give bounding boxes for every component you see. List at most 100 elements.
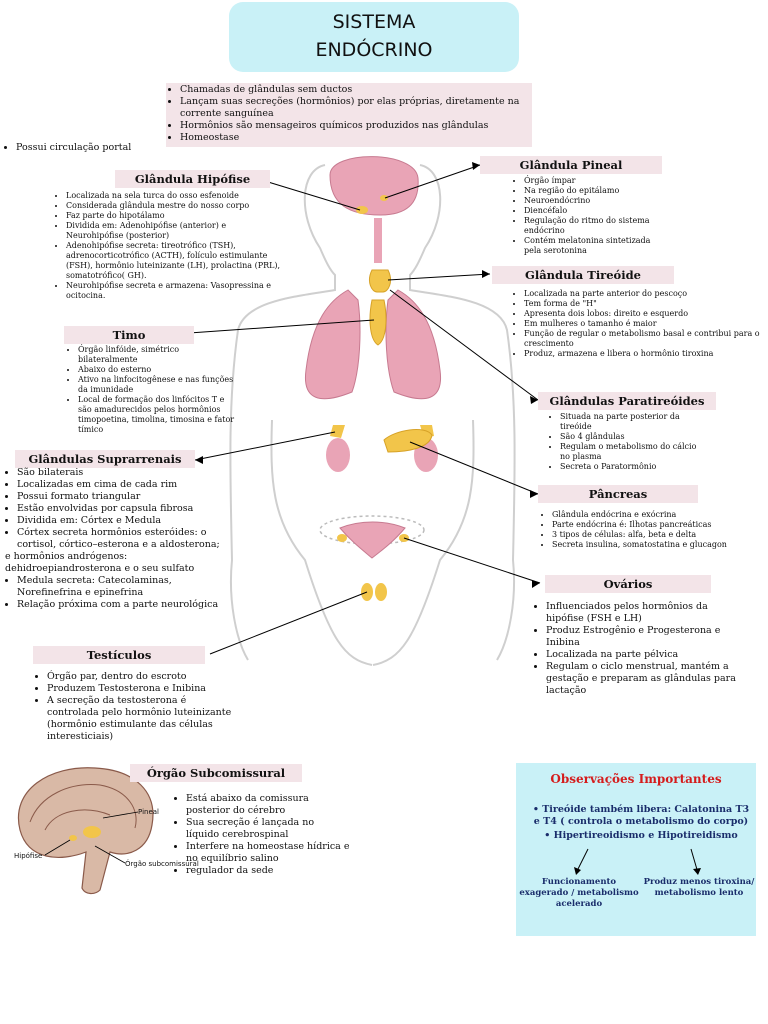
trachea	[374, 218, 382, 263]
brain	[329, 156, 419, 216]
bullet-icon: •	[544, 830, 554, 841]
observacoes-title: Observações Importantes	[550, 772, 722, 786]
title-line1: SISTEMA	[332, 11, 416, 33]
pancreas-list: Glândula endócrina e exócrina Parte endó…	[538, 510, 762, 550]
list-item: Ativo na linfocitogênese e nas funções d…	[78, 375, 236, 395]
heading-testiculos: Testículos	[33, 646, 205, 664]
uterus	[339, 521, 406, 559]
observacoes-box: Observações Importantes • Tireóide també…	[516, 763, 756, 936]
list-item: Considerada glândula mestre do nosso cor…	[66, 201, 282, 211]
list-item: Secreta insulina, somatostatina e glucag…	[552, 540, 762, 550]
observacoes-item-2: • Hipertireoidismo e Hipotireidismo	[532, 830, 750, 842]
observacoes-item-1: • Tireóide também libera: Calatonina T3 …	[532, 804, 750, 828]
list-item: Parte endócrina é: Ilhotas pancreáticas	[552, 520, 762, 530]
pineal-list: Órgão ímpar Na região do epitálamo Neuro…	[510, 176, 660, 256]
brain-label-orgao: Órgão subcomissural	[125, 860, 199, 868]
heading-hipofise: Glândula Hipófise	[115, 170, 270, 188]
list-item: Diencéfalo	[524, 206, 660, 216]
intro-item: Homeostase	[180, 132, 532, 144]
list-item: Regulam o metabolismo do cálcio no plasm…	[560, 442, 706, 462]
hipofise-list: Localizada na sela turca do osso esfenoi…	[52, 191, 282, 301]
list-item: Influenciados pelos hormônios da hipófis…	[546, 601, 740, 625]
portal-note: Possui circulação portal	[2, 142, 152, 154]
list-item: Córtex secreta hormônios esteróides: o c…	[17, 527, 229, 551]
list-item: Em mulheres o tamanho é maior	[524, 319, 762, 329]
list-item: Órgão par, dentro do escroto	[47, 671, 233, 683]
paratireoides-list: Situada na parte posterior da tireóide S…	[546, 412, 706, 472]
list-item: Adenohipófise secreta: tireotrófico (TSH…	[66, 241, 282, 281]
list-item: Local de formação dos linfócitos T e são…	[78, 395, 236, 435]
list-item: Localizada na parte pélvica	[546, 649, 740, 661]
list-item: Órgão linfóide, simétrico bilateralmente	[78, 345, 236, 365]
heading-pineal: Glândula Pineal	[480, 156, 662, 174]
list-item: Dividida em: Adenohipófise (anterior) e …	[66, 221, 282, 241]
list-item: Produz Estrogênio e Progesterona e Inibi…	[546, 625, 740, 649]
list-item: Possui formato triangular	[17, 491, 229, 503]
heading-ovarios: Ovários	[545, 575, 711, 593]
list-item: Secreta o Paratormônio	[560, 462, 706, 472]
body-outline	[229, 164, 516, 666]
thyroid	[369, 269, 391, 293]
testiculos-list: Órgão par, dentro do escroto Produzem Te…	[33, 671, 233, 743]
heading-subcomissural: Órgão Subcomissural	[130, 764, 302, 782]
pointer-lines	[174, 164, 541, 655]
thymus	[369, 299, 387, 346]
title-line2: ENDÓCRINO	[315, 39, 433, 61]
list-item: Produzem Testosterona e Inibina	[47, 683, 233, 695]
list-item: Apresenta dois lobos: direito e esquerdo	[524, 309, 762, 319]
adrenal-left	[330, 425, 345, 438]
suprarrenais-continuation: e hormônios andrógenos: dehidroepiandros…	[5, 551, 195, 574]
observacoes-item-text: Hipertireoidismo e Hipotireidismo	[553, 830, 738, 841]
list-item: regulador da sede	[186, 865, 350, 877]
list-item: Na região do epitálamo	[524, 186, 660, 196]
observacoes-right: Produz menos tiroxina/ metabolismo lento	[643, 877, 755, 898]
list-item: Situada na parte posterior da tireóide	[560, 412, 706, 432]
list-item: Tem forma de "H"	[524, 299, 762, 309]
observacoes-arrows	[574, 848, 701, 875]
list-item: Função de regular o metabolismo basal e …	[524, 329, 762, 349]
heading-timo: Timo	[64, 326, 194, 344]
list-item: Abaixo do esterno	[78, 365, 236, 375]
subcomissural-list: Está abaixo da comissura posterior do cé…	[172, 793, 350, 877]
list-item: A secreção da testosterona é controlada …	[47, 695, 233, 743]
list-item: Regulação do ritmo do sistema endócrino	[524, 216, 660, 236]
lungs	[304, 289, 442, 400]
list-item: Regulam o ciclo menstrual, mantém a gest…	[546, 661, 740, 697]
testicle-right	[375, 583, 387, 601]
list-item: Localizada na sela turca do osso esfenoi…	[66, 191, 282, 201]
heading-tireoide: Glândula Tireóide	[492, 266, 674, 284]
heading-pancreas: Pâncreas	[538, 485, 698, 503]
list-item: Contém melatonina sintetizada pela serot…	[524, 236, 660, 256]
list-item: Dividida em: Córtex e Medula	[17, 515, 229, 527]
intro-item: Hormônios são mensageiros químicos produ…	[180, 120, 532, 132]
list-item: Localizadas em cima de cada rim	[17, 479, 229, 491]
tireoide-list: Localizada na parte anterior do pescoço …	[510, 289, 762, 359]
heading-paratireoides: Glândulas Paratireóides	[538, 392, 716, 410]
list-item: 3 tipos de células: alfa, beta e delta	[552, 530, 762, 540]
intro-item: Lançam suas secreções (hormônios) por el…	[180, 96, 532, 120]
brain-label-pineal: Pineal	[138, 808, 159, 816]
bullet-icon: •	[532, 804, 543, 815]
list-item: Relação próxima com a parte neurológica	[17, 599, 229, 611]
list-item: Localizada na parte anterior do pescoço	[524, 289, 762, 299]
intro-box: Chamadas de glândulas sem ductos Lançam …	[166, 83, 532, 147]
ovary-left	[337, 534, 347, 542]
list-item: Sua secreção é lançada no líquido cerebr…	[186, 817, 350, 841]
suprarrenais-list: São bilaterais Localizadas em cima de ca…	[3, 467, 229, 611]
pituitary	[356, 206, 368, 214]
kidney-left	[326, 438, 350, 472]
list-item: Neuroendócrino	[524, 196, 660, 206]
list-item: São bilaterais	[17, 467, 229, 479]
list-item: Glândula endócrina e exócrina	[552, 510, 762, 520]
list-item: Medula secreta: Catecolaminas, Norefinef…	[17, 575, 229, 599]
observacoes-item-text: Tireóide também libera: Calatonina T3 e …	[533, 804, 750, 827]
list-item: Interfere na homeostase hídrica e no equ…	[186, 841, 350, 865]
list-item: Produz, armazena e libera o hormônio tir…	[524, 349, 762, 359]
pineal	[380, 195, 388, 201]
list-item: Neurohipófise secreta e armazena: Vasopr…	[66, 281, 282, 301]
brain-label-hipofise: Hipófise	[14, 852, 43, 860]
list-item: São 4 glândulas	[560, 432, 706, 442]
sagittal-brain-illustration	[17, 767, 154, 895]
heading-suprarrenais: Glândulas Suprarrenais	[15, 450, 195, 468]
